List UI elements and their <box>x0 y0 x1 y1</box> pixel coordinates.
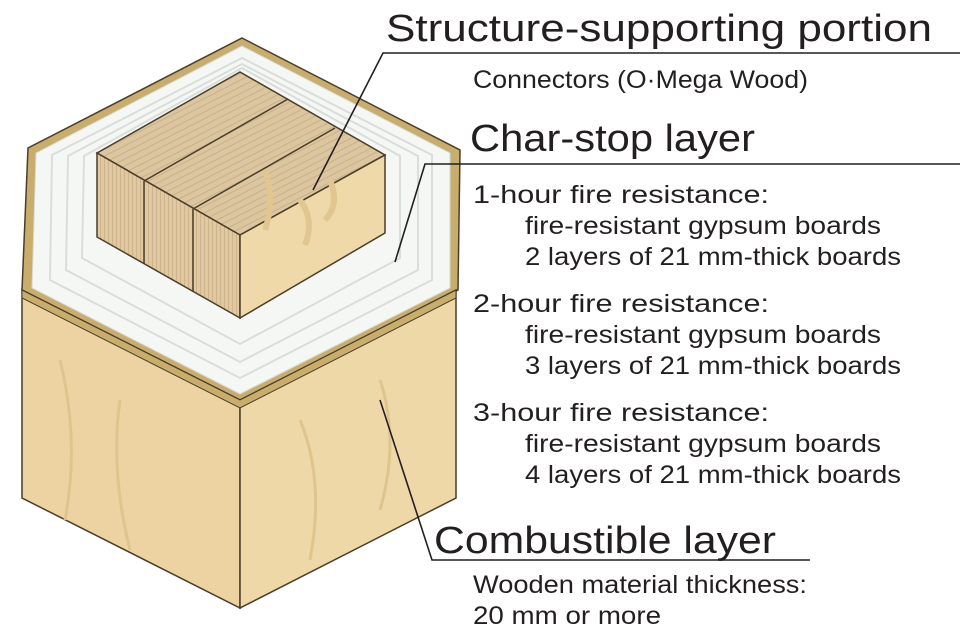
combustible-leader-line <box>379 399 810 561</box>
rating-3-layers: 4 layers of 21 mm-thick boards <box>525 461 901 489</box>
combustible-heading: Combustible layer <box>434 520 776 562</box>
column-illustration <box>21 37 461 610</box>
combustible-detail-1: Wooden material thickness: <box>473 571 807 599</box>
rating-2-layers: 3 layers of 21 mm-thick boards <box>525 352 901 380</box>
rating-1-layers: 2 layers of 21 mm-thick boards <box>525 243 901 271</box>
char-stop-heading: Char-stop layer <box>470 118 755 160</box>
structure-leader-line <box>312 52 960 191</box>
rating-2-title: 2-hour fire resistance: <box>473 290 769 318</box>
rating-3-material: fire-resistant gypsum boards <box>525 430 881 458</box>
char-stop-leader-line <box>394 163 960 263</box>
rating-1-title: 1-hour fire resistance: <box>473 181 769 209</box>
rating-1-material: fire-resistant gypsum boards <box>525 212 881 240</box>
combustible-detail-2: 20 mm or more <box>473 602 661 630</box>
structure-core-block <box>95 71 387 320</box>
rating-3-title: 3-hour fire resistance: <box>473 399 769 427</box>
structure-heading: Structure-supporting portion <box>386 8 932 50</box>
structure-detail: Connectors (O·Mega Wood) <box>473 66 808 94</box>
combustible-wood-layer <box>21 288 457 610</box>
rating-2-material: fire-resistant gypsum boards <box>525 321 881 349</box>
